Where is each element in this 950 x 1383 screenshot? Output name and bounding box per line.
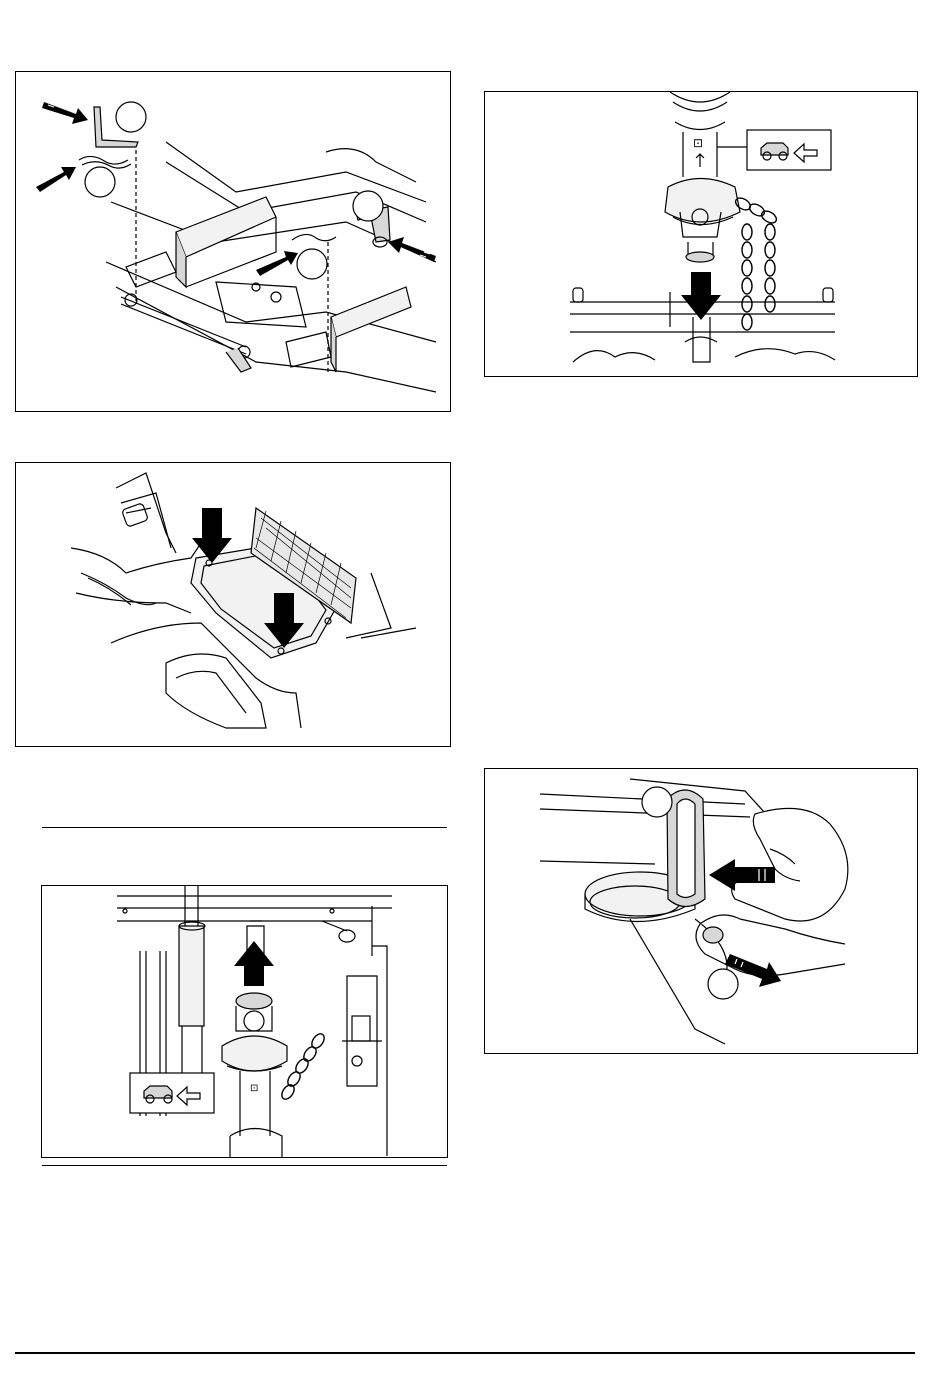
up-arrow-icon [234,941,274,986]
svg-text:⊡: ⊡ [250,1083,258,1094]
figure-belt-guard-release [484,768,918,1054]
section-divider [42,1165,447,1166]
figure-pto-shaft-connect: ⊡ [41,885,448,1158]
figure-pto-shaft-gearbox: ⊡ [484,91,918,377]
floor-cover-illustration [16,463,450,746]
hitch-pins-illustration [16,72,450,411]
pto-shaft-gearbox-illustration: ⊡ [485,92,917,376]
down-arrow-icon [681,272,721,320]
figure-hitch-pins [15,71,451,412]
footer-rule [15,1352,915,1354]
pto-shaft-connect-illustration: ⊡ [42,886,447,1157]
belt-guard-release-illustration [485,769,917,1053]
figure-floor-cover-screws [15,462,451,747]
section-divider [42,827,447,828]
svg-text:⊡: ⊡ [693,136,703,150]
